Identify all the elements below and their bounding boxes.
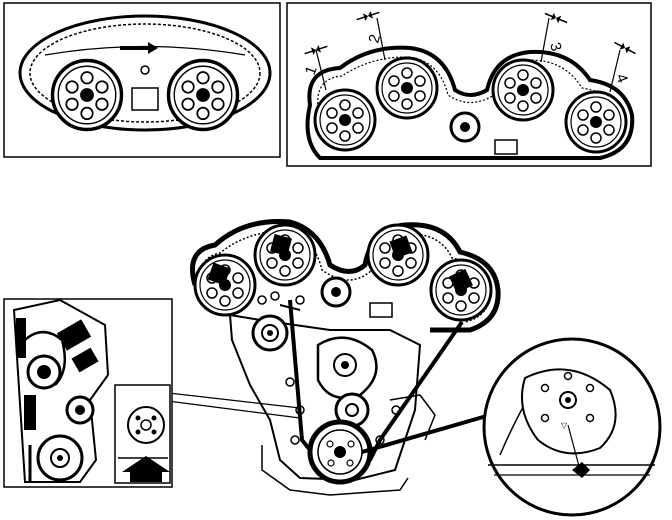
cam-mark-1 [207, 262, 231, 286]
timing-belt-layout [159, 219, 501, 496]
cam-mark-3 [389, 235, 413, 259]
cam-mark-2 [269, 233, 293, 257]
camshaft-cover-detail [3, 2, 281, 158]
belt-span-check-detail: 1 2 3 4 [286, 2, 652, 167]
pointer-arrow-icon [572, 462, 590, 478]
crankshaft-mark-detail: ▽ [482, 337, 662, 517]
tensioner-detail [3, 298, 173, 488]
up-arrow-icon [122, 456, 170, 482]
cam-mark-4 [449, 269, 473, 293]
rotation-arrow-icon [120, 42, 158, 54]
crankshaft-pulley [307, 419, 373, 485]
crank-mark-glyph: ▽ [561, 421, 568, 430]
